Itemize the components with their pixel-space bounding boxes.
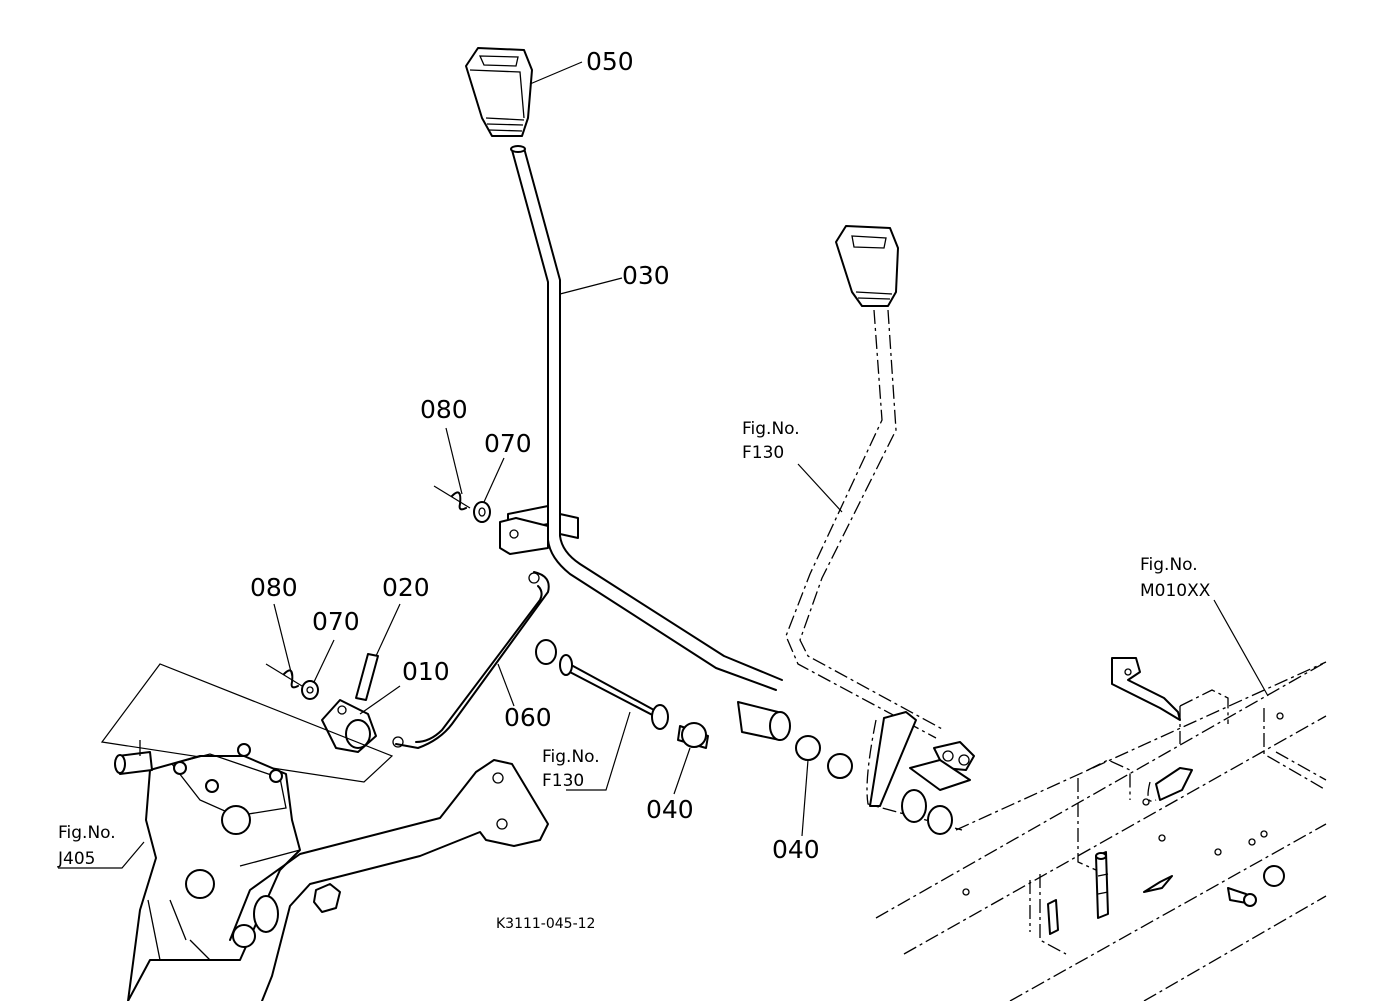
shift-knob[interactable] — [465, 47, 533, 137]
part-number-knob: 050 — [586, 47, 634, 76]
part-number-spring-pin: 020 — [382, 573, 430, 602]
part-number-snap-pin-lower: 080 — [250, 573, 298, 602]
ref-j405-line2: J405 — [57, 849, 95, 869]
ref-j405-line1: Fig.No. — [58, 823, 116, 843]
link-rod[interactable] — [392, 571, 550, 749]
secondary-lever — [785, 225, 1327, 835]
transmission-housing — [100, 663, 549, 1001]
part-number-rod: 060 — [504, 703, 552, 732]
spring-pin[interactable] — [355, 653, 379, 701]
washer-lower[interactable] — [301, 680, 319, 700]
part-number-washer-upper: 070 — [484, 429, 532, 458]
washer-upper[interactable] — [473, 501, 491, 523]
drawing-code: K3111-045-12 — [496, 916, 595, 932]
frame — [875, 657, 1327, 1001]
leader-lines — [58, 61, 1269, 869]
part-number-lever: 030 — [622, 261, 670, 290]
part-number-bushing-right: 040 — [772, 835, 820, 864]
arm[interactable] — [321, 699, 377, 753]
ref-f130-upper-line2: F130 — [742, 443, 784, 463]
part-number-washer-lower: 070 — [312, 607, 360, 636]
snap-pin-upper[interactable] — [433, 485, 471, 511]
shift-lever[interactable] — [499, 145, 783, 691]
ref-f130-upper-line1: Fig.No. — [742, 419, 800, 439]
ref-m010xx-line1: Fig.No. — [1140, 555, 1198, 575]
ref-f130-lower-line2: F130 — [542, 771, 584, 791]
part-number-bushing-left: 040 — [646, 795, 694, 824]
ref-m010xx-line2: M010XX — [1140, 581, 1211, 601]
part-number-snap-pin-upper: 080 — [420, 395, 468, 424]
part-number-arm: 010 — [402, 657, 450, 686]
ref-f130-lower-line1: Fig.No. — [542, 747, 600, 767]
snap-pin-lower[interactable] — [265, 663, 303, 689]
bushing-assembly[interactable] — [535, 639, 853, 779]
